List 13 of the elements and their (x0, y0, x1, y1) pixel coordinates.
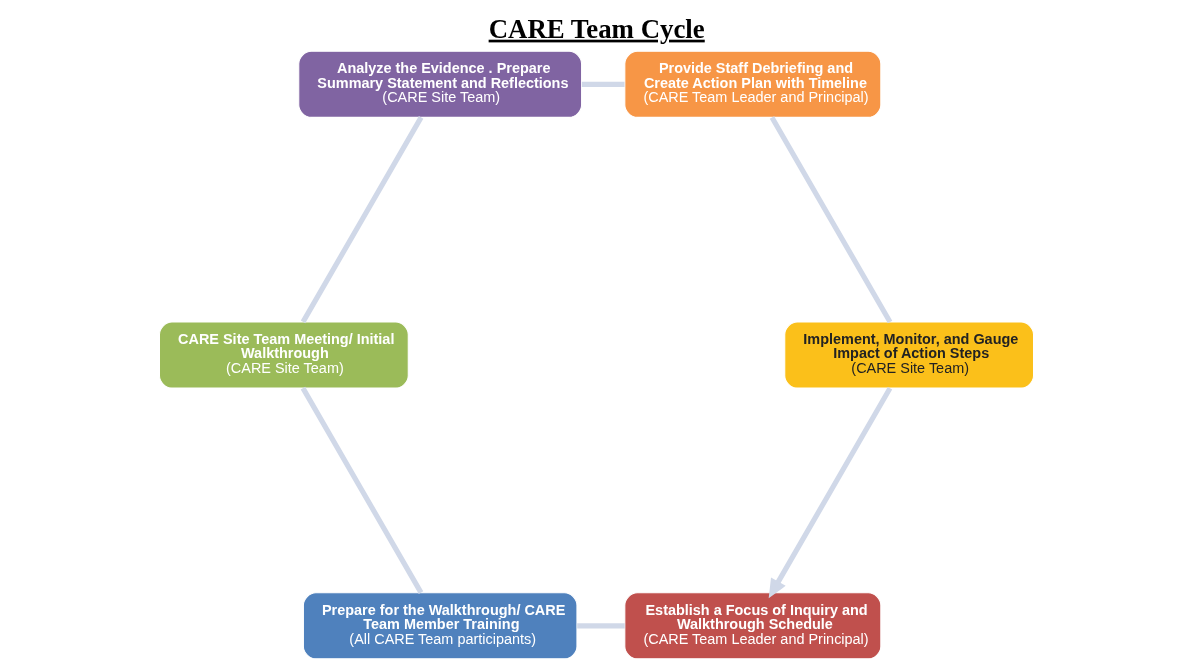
connector (769, 115, 892, 323)
node-box: Prepare for the Walkthrough/ CARE Team Member Training (All CARE Team participants) (302, 591, 577, 659)
connector (576, 622, 625, 628)
node-box: Implement, Monitor, and Gauge Impact of Action Steps (CARE Site Team) (783, 321, 1034, 389)
arrow (768, 386, 892, 598)
node-box: Establish a Focus of Inquiry and Walkthrough Schedule (CARE Team Leader and Principal) (623, 591, 881, 659)
connector (300, 386, 423, 594)
node-box: Analyze the Evidence . Prepare Summary Statement and Reflections (CARE Site Team) (297, 50, 582, 118)
connector (581, 81, 625, 87)
node-box: Provide Staff Debriefing and Create Action Plan with Timeline (CARE Team Leader and Principal) (623, 50, 881, 118)
diagram-title: CARE Team Cycle (488, 13, 705, 44)
connector (300, 115, 423, 323)
node-box: CARE Site Team Meeting/ Initial Walkthrough (CARE Site Team) (158, 321, 409, 389)
